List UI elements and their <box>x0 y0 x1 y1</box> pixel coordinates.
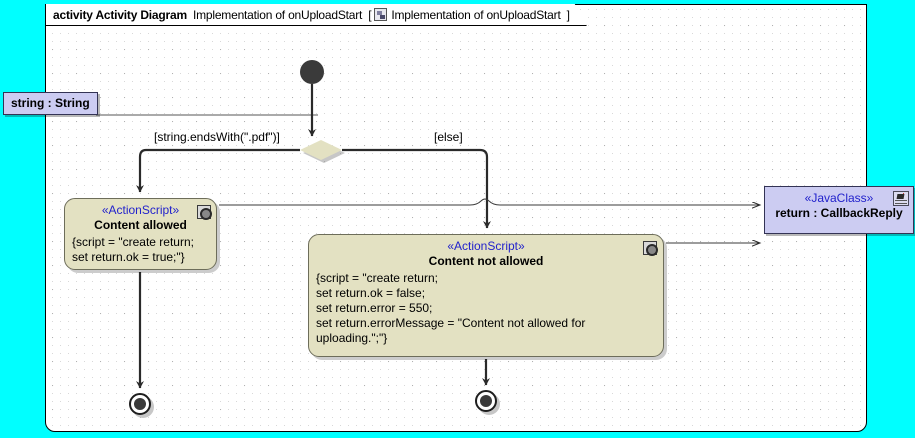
activity-final-node-left[interactable] <box>129 393 154 418</box>
activity-diagram-frame <box>45 4 867 432</box>
final-dot <box>480 395 492 407</box>
decision-body <box>300 140 342 160</box>
initial-node[interactable] <box>300 60 324 84</box>
input-pin-string[interactable]: string : String <box>3 92 98 115</box>
frame-header-tab[interactable]: activity Activity Diagram Implementation… <box>45 4 587 26</box>
action-name: Content allowed <box>94 218 187 232</box>
frame-bracket-close: ] <box>566 7 570 22</box>
action-name: Content not allowed <box>428 254 544 268</box>
guard-label-else: [else] <box>434 130 463 144</box>
action-body: {script = "create return; set return.ok … <box>72 235 194 264</box>
java-class-icon <box>893 191 909 206</box>
script-icon <box>643 241 658 256</box>
frame-kind-label: activity Activity Diagram <box>53 7 187 22</box>
java-class-name: return : CallbackReply <box>775 206 903 220</box>
action-content-allowed[interactable]: «ActionScript» Content allowed {script =… <box>64 198 217 270</box>
final-dot <box>134 398 146 410</box>
frame-diagram-name: Implementation of onUploadStart <box>192 7 363 22</box>
action-content-not-allowed[interactable]: «ActionScript» Content not allowed {scri… <box>308 234 664 357</box>
activity-final-node-right[interactable] <box>475 390 500 415</box>
frame-bracket-open: [ <box>368 7 372 22</box>
script-icon <box>197 205 212 220</box>
java-class-node[interactable]: «JavaClass» return : CallbackReply <box>764 186 914 234</box>
action-stereotype: «ActionScript» <box>101 203 180 217</box>
input-pin-label: string : String <box>11 96 90 110</box>
decision-node[interactable] <box>300 140 345 163</box>
guard-label-pdf: [string.endsWith(".pdf")] <box>154 130 280 144</box>
action-body: {script = "create return; set return.ok … <box>316 271 586 345</box>
action-stereotype: «ActionScript» <box>447 239 525 253</box>
java-class-stereotype: «JavaClass» <box>804 191 874 205</box>
activity-diagram-icon <box>374 8 387 21</box>
frame-bracket-name: Implementation of onUploadStart <box>391 7 561 22</box>
